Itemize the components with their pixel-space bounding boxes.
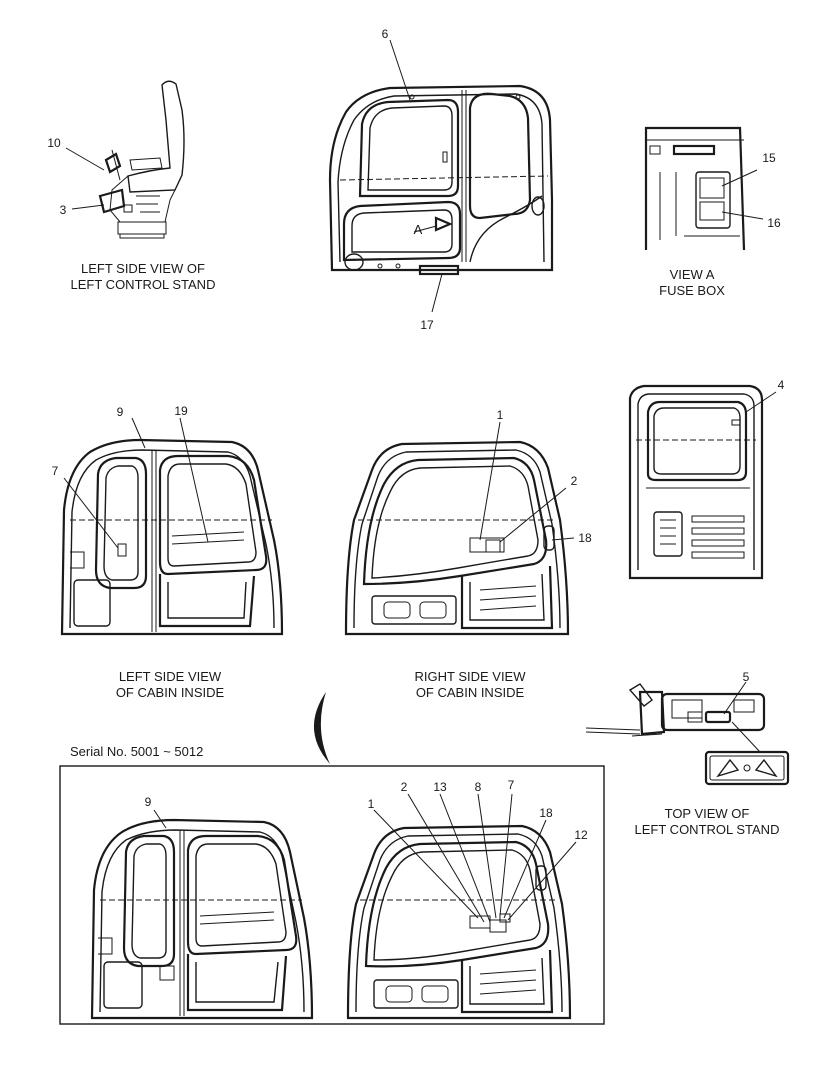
- cabin-rear-view: [628, 384, 764, 580]
- control-stand-top-view: [585, 683, 790, 786]
- callout-12: 12: [574, 828, 588, 842]
- callout-2-frame: 2: [401, 780, 408, 794]
- caption-left-stand-line1: LEFT SIDE VIEW OF: [81, 261, 205, 276]
- caption-view-a-line2: FUSE BOX: [659, 283, 725, 298]
- callout-13: 13: [433, 780, 447, 794]
- callout-9-top: 9: [117, 405, 124, 419]
- frame-cabin-left: [90, 818, 314, 1020]
- crescent-mark: [313, 692, 330, 764]
- caption-top-view-line1: TOP VIEW OF: [665, 806, 750, 821]
- caption-left-stand-line2: LEFT CONTROL STAND: [71, 277, 216, 292]
- cabin-exterior: [328, 84, 554, 276]
- callout-6: 6: [382, 27, 389, 41]
- callout-10: 10: [47, 136, 61, 150]
- callout-2-top: 2: [571, 474, 578, 488]
- callout-19: 19: [174, 404, 188, 418]
- callout-15: 15: [762, 151, 776, 165]
- callout-3: 3: [60, 203, 67, 217]
- callout-17: 17: [420, 318, 434, 332]
- cabin-inside-right: [344, 440, 570, 636]
- caption-left-cabin-line2: OF CABIN INSIDE: [116, 685, 225, 700]
- fuse-box-view: [644, 126, 746, 251]
- frame-cabin-right: [346, 824, 572, 1020]
- callout-7-frame: 7: [508, 778, 515, 792]
- view-a-marker: A: [414, 222, 423, 237]
- callout-18-top: 18: [578, 531, 592, 545]
- callout-4: 4: [778, 378, 785, 392]
- callout-16: 16: [767, 216, 781, 230]
- callout-1-top: 1: [497, 408, 504, 422]
- seat-side-view: [98, 80, 185, 239]
- caption-top-view-line2: LEFT CONTROL STAND: [635, 822, 780, 837]
- caption-left-cabin-line1: LEFT SIDE VIEW: [119, 669, 222, 684]
- cabin-inside-left: [60, 438, 284, 636]
- caption-right-cabin-line2: OF CABIN INSIDE: [416, 685, 525, 700]
- caption-view-a-line1: VIEW A: [670, 267, 715, 282]
- callout-5: 5: [743, 670, 750, 684]
- serial-frame: [59, 765, 605, 1025]
- serial-number-label: Serial No. 5001 ~ 5012: [70, 744, 203, 759]
- callout-1-frame: 1: [368, 797, 375, 811]
- callout-8: 8: [475, 780, 482, 794]
- callout-9-frame: 9: [145, 795, 152, 809]
- caption-right-cabin-line1: RIGHT SIDE VIEW: [415, 669, 527, 684]
- callout-18-frame: 18: [539, 806, 553, 820]
- callout-7-top: 7: [52, 464, 59, 478]
